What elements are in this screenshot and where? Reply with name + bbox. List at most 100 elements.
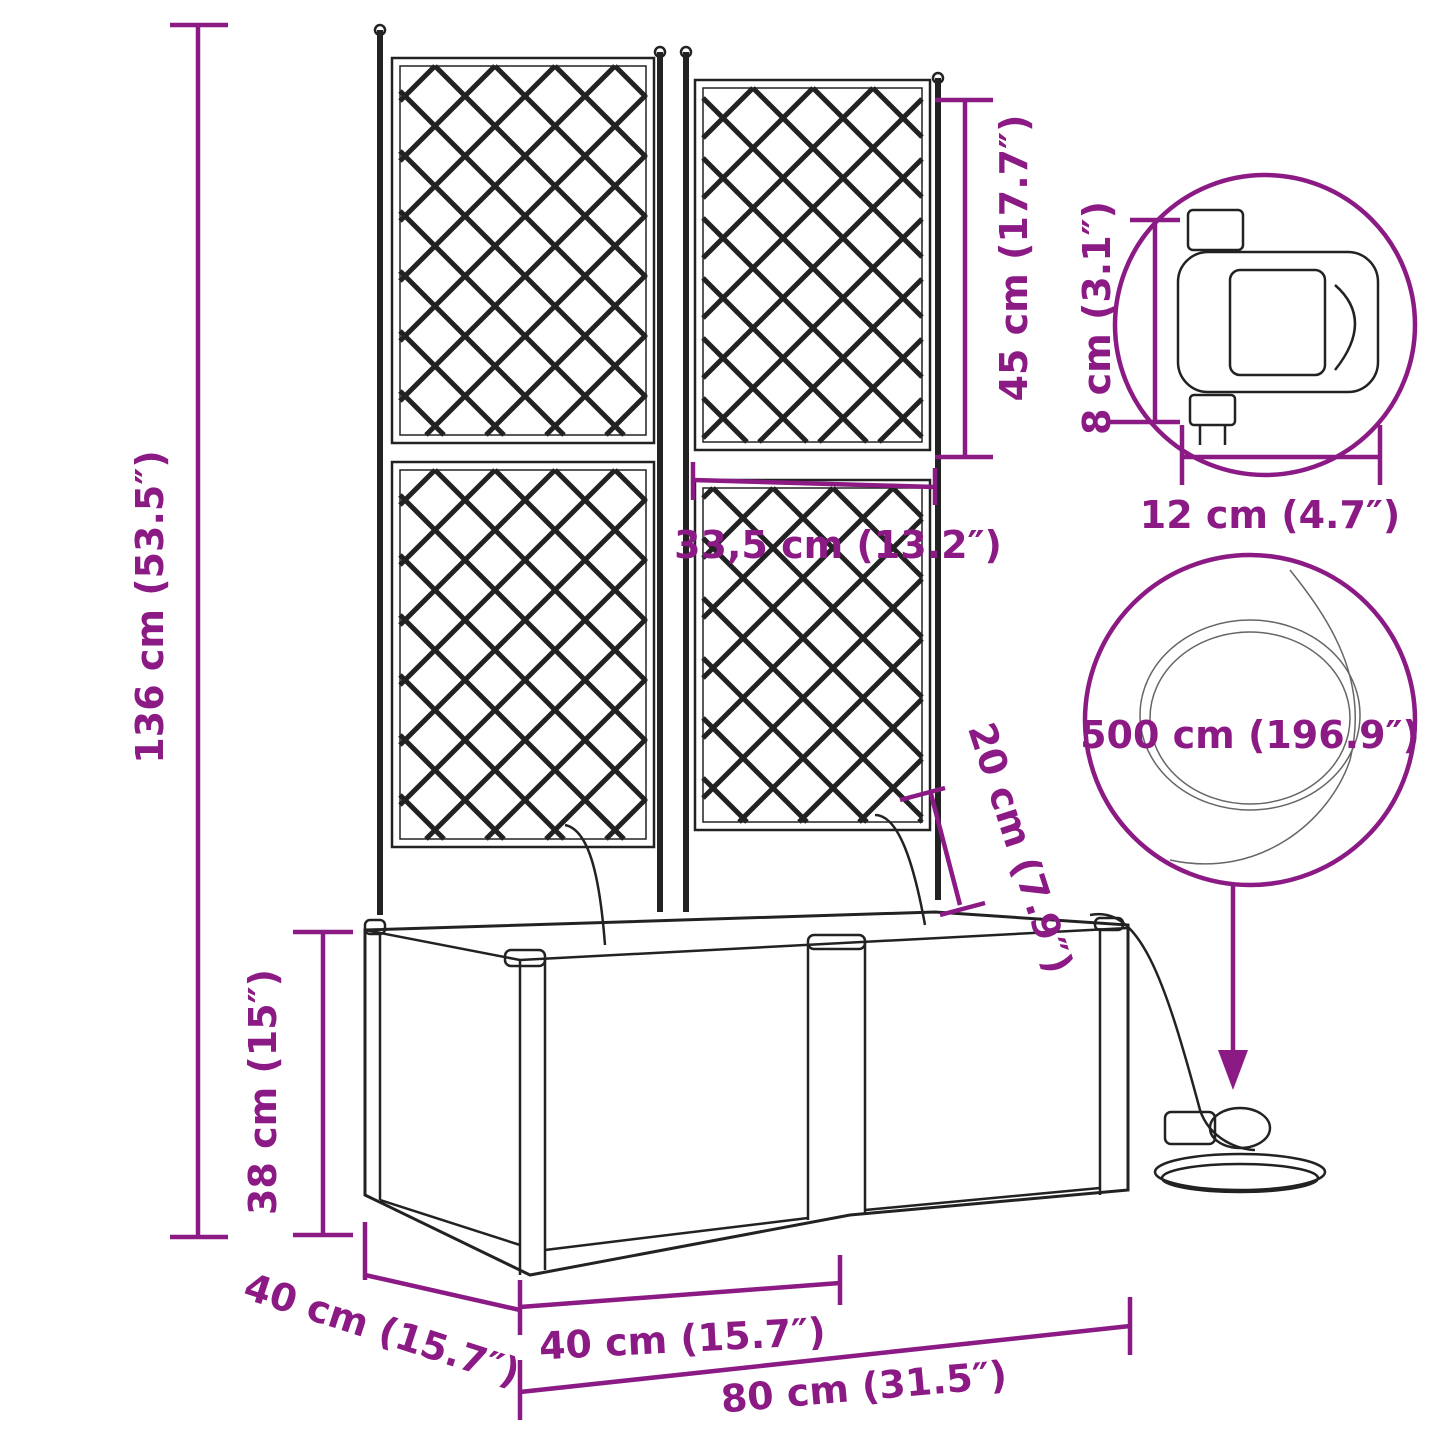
trellis-panel — [693, 478, 932, 832]
lattice-bar — [701, 486, 895, 680]
lattice-bar — [398, 149, 648, 399]
lattice-bar — [701, 577, 924, 800]
lattice-bar — [398, 553, 648, 803]
lattice-bar — [553, 64, 648, 159]
pole-cap — [653, 45, 667, 59]
lattice-bar — [701, 86, 815, 200]
lattice-bar — [857, 757, 924, 824]
lattice-bar — [817, 337, 924, 444]
lattice-bar — [701, 396, 749, 444]
timer-height-label: 8 cm (3.1″) — [1075, 201, 1119, 435]
lattice-bar — [433, 468, 648, 683]
lattice-bar — [493, 64, 648, 219]
lattice-bar — [398, 269, 566, 437]
drip-hose — [564, 813, 1327, 1194]
lattice-bar — [398, 497, 648, 747]
trellis-panel — [390, 460, 656, 849]
dimension-lines — [170, 22, 1418, 1420]
lattice-bar — [701, 486, 715, 500]
hose-coil-icon — [1139, 569, 1361, 865]
lattice-bar — [751, 86, 924, 259]
timer-detail-circle — [1112, 172, 1418, 478]
lattice-bar — [737, 637, 924, 824]
trellis — [373, 23, 945, 915]
trellis-frame — [399, 469, 647, 840]
lattice-bar — [701, 86, 875, 260]
lattice-bar — [701, 336, 809, 444]
lattice-bar — [398, 93, 648, 343]
lattice-bar — [398, 64, 497, 163]
trellis-frame — [399, 65, 647, 436]
lattice-bar — [544, 737, 648, 841]
dripper-spacing-label: 20 cm (7.9″) — [959, 717, 1081, 978]
lattice-bar — [701, 536, 924, 759]
lattice-bar — [398, 468, 437, 507]
hose-detail-circle — [1082, 552, 1418, 888]
trellis-width-label: 33,5 cm (13.2″) — [674, 523, 1002, 567]
lattice-bar — [701, 86, 755, 140]
hose-length-label: 500 cm (196.9″) — [1080, 713, 1420, 757]
lattice-bar — [757, 277, 924, 444]
lattice-bar — [917, 817, 924, 824]
lattice-bar — [424, 617, 648, 841]
lattice-bar — [398, 733, 506, 841]
lattice-bar — [433, 64, 648, 279]
lattice-bar — [701, 217, 924, 440]
lattice-bar — [701, 716, 809, 824]
lattice-bar — [493, 468, 648, 623]
lattice-bar — [891, 486, 924, 519]
trellis-panel — [390, 56, 656, 445]
lattice-bar — [701, 97, 924, 320]
planter-depth-label: 40 cm (15.7″) — [239, 1264, 525, 1395]
lattice-bar — [701, 157, 924, 380]
lattice-bar — [398, 468, 497, 567]
section-width-label: 40 cm (15.7″) — [538, 1310, 827, 1369]
lattice-bar — [398, 329, 506, 437]
lattice-bar — [711, 486, 924, 699]
total-width-label: 80 cm (31.5″) — [719, 1353, 1009, 1422]
lattice-bar — [398, 468, 617, 687]
lattice-bar — [613, 64, 648, 99]
lattice-bar — [398, 493, 648, 743]
lattice-bar — [398, 468, 557, 627]
lattice-bar — [398, 89, 648, 339]
lattice-bar — [701, 656, 869, 824]
lattice-bar — [613, 468, 648, 503]
lattice-bar — [877, 397, 924, 444]
timer-width-label: 12 cm (4.7″) — [1140, 493, 1401, 537]
lattice-bar — [811, 86, 924, 199]
lattice-bar — [701, 276, 869, 444]
trellis-panel — [693, 78, 932, 452]
lattice-bar — [701, 517, 924, 740]
water-timer-icon — [1176, 208, 1380, 445]
lattice-bar — [398, 64, 557, 223]
lattice-bar — [398, 557, 648, 807]
lattice-bar — [544, 333, 648, 437]
pole-cap — [373, 23, 387, 37]
planter-height-label: 38 cm (15″) — [241, 969, 285, 1215]
lattice-bar — [797, 697, 924, 824]
planter-box — [363, 910, 1130, 1277]
lattice-bar — [604, 797, 648, 841]
lattice-bar — [701, 596, 924, 819]
trellis-height-label: 45 cm (17.7″) — [992, 115, 1036, 402]
lattice-bar — [398, 64, 617, 283]
lattice-bar — [484, 273, 648, 437]
lattice-bar — [604, 393, 648, 437]
trellis-frame — [702, 487, 923, 823]
lattice-bar — [398, 673, 566, 841]
lattice-bar — [831, 486, 924, 579]
lattice-bar — [701, 776, 749, 824]
lattice-bar — [701, 486, 775, 560]
pole-cap — [931, 71, 945, 85]
lattice-bar — [424, 213, 648, 437]
lattice-bar — [553, 468, 648, 563]
lattice-bar — [398, 153, 648, 403]
lattice-bar — [871, 86, 924, 139]
lattice-bar — [771, 486, 924, 639]
lattice-bar — [484, 677, 648, 841]
planter-drawing — [363, 23, 1380, 1277]
lattice-bar — [701, 486, 835, 620]
